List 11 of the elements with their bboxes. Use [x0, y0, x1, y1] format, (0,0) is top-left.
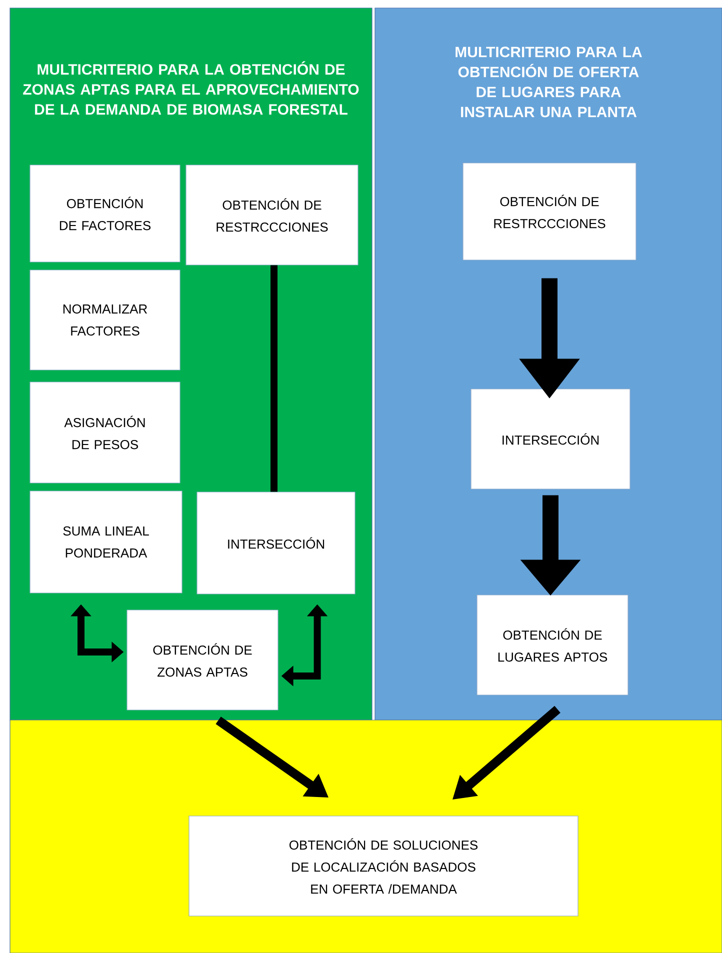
process-box: ASIGNACIÓN DE PESOS	[30, 382, 180, 484]
process-box: OBTENCIÓN DE RESTRCCCIONES	[462, 162, 636, 260]
process-box: OBTENCIÓN DE FACTORES	[30, 164, 180, 262]
process-box: OBTENCIÓN DE SOLUCIONES DE LOCALIZACIÓN BASADOS EN OFERTA /DEMANDA	[188, 816, 578, 916]
process-box: OBTENCIÓN DE ZONAS APTAS	[126, 610, 278, 710]
process-box: OBTENCIÓN DE LUGARES APTOS	[476, 594, 628, 696]
process-box: INTERSECCIÓN	[470, 388, 630, 490]
process-box: OBTENCIÓN DE RESTRCCCIONES	[186, 164, 358, 266]
process-box: SUMA LINEAL PONDERADA	[30, 490, 182, 594]
process-box: INTERSECCIÓN	[196, 492, 356, 594]
process-box: NORMALIZAR FACTORES	[30, 270, 180, 370]
